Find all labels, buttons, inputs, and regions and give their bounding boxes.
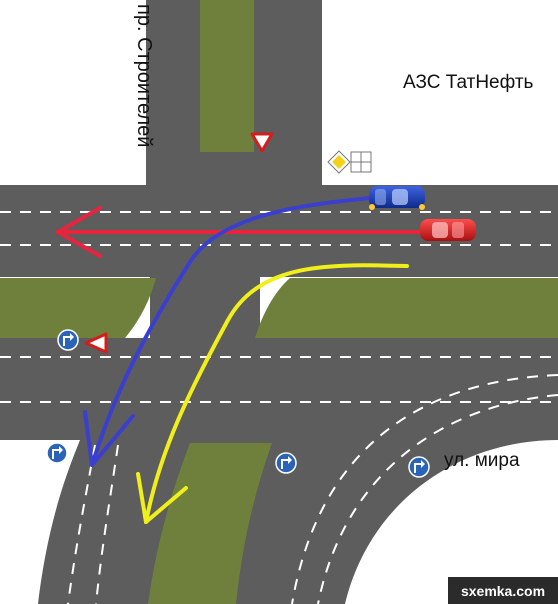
watermark: sxemka.com [448, 577, 558, 604]
turn-signal-icon [369, 204, 375, 210]
street-label-right: ул. мира [444, 450, 520, 471]
south-lane-line [67, 444, 96, 604]
grass-south-median [148, 443, 272, 604]
street-label-left: пр. Строителей [133, 4, 155, 147]
curve-lane-line [317, 394, 558, 604]
blue-car [369, 186, 425, 210]
south-lane-line [95, 444, 119, 604]
gas-station-label: АЗС ТатНефть [403, 72, 534, 93]
main-road-sign-icon [327, 150, 351, 174]
yield-sign-icon [84, 332, 108, 354]
grass-right-median [255, 278, 558, 338]
lane-markings [0, 211, 558, 604]
yield-sign-icon [250, 132, 274, 153]
road-direction-plate-icon [350, 151, 372, 173]
turn-right-sign-icon [57, 329, 79, 351]
red-path-arrow [56, 206, 447, 258]
turn-right-sign-icon [408, 456, 430, 478]
center-road [150, 270, 260, 360]
grass-left-median [0, 278, 156, 338]
turn-signal-icon [419, 204, 425, 210]
red-car [420, 219, 476, 241]
yellow-path-arrow [136, 263, 409, 524]
curve-lane-line [291, 374, 558, 604]
turn-right-sign-icon [46, 442, 68, 464]
blue-path-arrow [83, 196, 372, 467]
grass-north-median [200, 0, 254, 152]
watermark-text: sxemka.com [461, 583, 545, 599]
turn-right-sign-icon [275, 452, 297, 474]
side-road [0, 338, 558, 418]
